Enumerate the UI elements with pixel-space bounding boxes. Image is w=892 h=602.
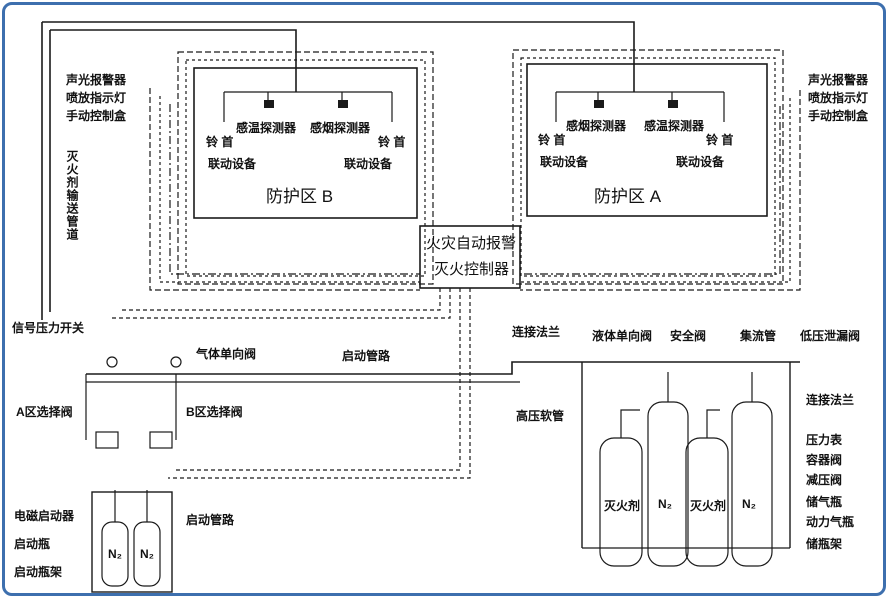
check-valve-label: 气体单向阀 — [196, 347, 257, 361]
zone-b-detector-2: 感烟探测器 — [310, 121, 371, 135]
heat-detector-icon-a — [668, 100, 678, 108]
selector-drops — [85, 374, 177, 440]
zone-b-drops — [223, 92, 393, 122]
valve-a-label: A区选择阀 — [16, 405, 73, 419]
loop-b-3 — [169, 104, 420, 275]
pressure-switch-left — [106, 356, 118, 368]
zone-a-device-1: 声光报警器 — [808, 73, 869, 87]
cyl-agent-1-label: 灭火剂 — [604, 499, 641, 513]
heat-detector-icon-b — [338, 100, 348, 108]
start-bottle-label: 启动瓶 — [14, 537, 51, 551]
agent-bottle-label: 储气瓶 — [806, 495, 843, 509]
rack-posts — [581, 362, 791, 548]
loop-b-1 — [149, 88, 420, 291]
zone-a-detector-1: 感烟探测器 — [566, 119, 627, 133]
diagram-frame — [2, 2, 886, 596]
low-pressure-label: 低压泄漏阀 — [800, 329, 861, 343]
connector-top-label: 连接法兰 — [512, 325, 561, 339]
container-valve-label: 容器阀 — [806, 453, 843, 467]
rack-label: 储瓶架 — [806, 537, 843, 551]
main-pipe-top — [42, 21, 635, 92]
start-pipe-bottom-label: 启动管路 — [186, 513, 235, 527]
agent-pipe-label: 灭火剂输送管道 — [65, 150, 79, 241]
pressure-switch-right — [170, 356, 182, 368]
zone-a-outer-border — [512, 49, 784, 285]
zone-b-detector-1: 感温探测器 — [236, 121, 297, 135]
loop-a-2 — [520, 98, 791, 283]
left-cyl-1-label: N₂ — [108, 547, 122, 561]
cyl-agent-2-label: 灭火剂 — [690, 499, 727, 513]
valve-b-label: B区选择阀 — [186, 405, 243, 419]
gauge-label: 压力表 — [806, 433, 843, 447]
zone-b-device-2: 喷放指示灯 — [66, 91, 127, 105]
main-pipe-b — [50, 29, 297, 92]
start-rack-label: 启动瓶架 — [14, 565, 63, 579]
loop-a-3 — [520, 106, 781, 275]
zone-a-alarm-left: 铃 首 — [538, 133, 566, 147]
zone-a-device-2: 喷放指示灯 — [808, 91, 869, 105]
zone-a-drops — [555, 92, 725, 122]
zone-a-alarm-right: 铃 首 — [706, 133, 734, 147]
flange-label: 连接法兰 — [806, 393, 855, 407]
cyl-n2-1 — [647, 401, 689, 567]
zone-b-room — [193, 67, 418, 219]
loop-a-1 — [520, 90, 801, 291]
zone-b-device-1: 声光报警器 — [66, 73, 127, 87]
zone-b-outer-border — [177, 51, 434, 285]
zone-a-name: 防护区 A — [594, 187, 662, 206]
cylinder-pipes — [620, 372, 753, 438]
smoke-detector-icon-b — [264, 100, 274, 108]
start-pipe-horizontal — [86, 361, 800, 375]
start-rack — [91, 491, 173, 593]
manifold-label: 集流管 — [740, 329, 777, 343]
zone-b-device-3: 手动控制盒 — [66, 109, 127, 123]
solenoid-label: 电磁启动器 — [14, 509, 75, 523]
loop-b-2 — [159, 96, 420, 283]
smoke-detector-icon-a — [594, 100, 604, 108]
valve-a-body — [95, 431, 119, 449]
zone-b-linkage-right: 联动设备 — [344, 157, 393, 171]
cyl-n2-1-label: N₂ — [658, 497, 672, 511]
zone-b-alarm-right: 铃 首 — [378, 135, 406, 149]
controller-line-1: 火灾自动报警 — [426, 235, 517, 252]
start-pipe-top-label: 启动管路 — [342, 349, 391, 363]
reducer-label: 减压阀 — [806, 473, 843, 487]
zone-a-linkage-right: 联动设备 — [676, 155, 725, 169]
start-cyl-necks — [114, 490, 148, 522]
zone-a-device-3: 手动控制盒 — [808, 109, 869, 123]
zone-a-detector-2: 感温探测器 — [644, 119, 705, 133]
liquid-check-label: 液体单向阀 — [592, 329, 653, 343]
zone-b-alarm-left: 铃 首 — [206, 135, 234, 149]
zone-a-mid-border — [520, 57, 776, 277]
pressure-switch-label: 信号压力开关 — [12, 321, 85, 335]
pump-bottle-label: 动力气瓶 — [806, 515, 855, 529]
safety-valve-label: 安全阀 — [670, 329, 707, 343]
zone-a-linkage-left: 联动设备 — [540, 155, 589, 169]
cyl-n2-2 — [731, 401, 773, 567]
valve-b-body — [149, 431, 173, 449]
hp-hose-label: 高压软管 — [516, 409, 565, 423]
zone-b-name: 防护区 B — [266, 187, 334, 206]
left-cyl-2-label: N₂ — [140, 547, 154, 561]
cyl-n2-2-label: N₂ — [742, 497, 756, 511]
controller-links — [112, 288, 471, 479]
zone-b-linkage-left: 联动设备 — [208, 157, 257, 171]
controller-line-2: 灭火控制器 — [434, 261, 510, 278]
zone-a-room — [526, 63, 768, 217]
